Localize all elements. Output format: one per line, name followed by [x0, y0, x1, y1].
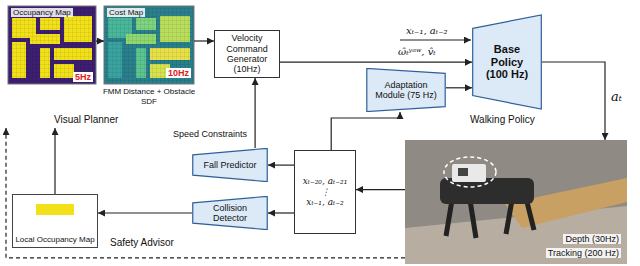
connector-arrow	[54, 128, 55, 194]
planner-panel: Visual Planner Occupancy Map 5Hz Cost Map 10…	[2, 2, 202, 128]
node-text: Fall Predictor	[203, 160, 256, 170]
robot-photo: Depth (30Hz) Tracking (200 Hz)	[405, 140, 627, 264]
connector-arrow	[194, 40, 214, 41]
connector-arrow	[356, 189, 405, 190]
connector-arrow	[268, 212, 294, 213]
trapezoid-outline	[473, 15, 542, 109]
edge-label: Speed Constraints	[172, 129, 248, 139]
advisor-panel: Safety Advisor Fall PredictorCollision De…	[104, 142, 288, 252]
history-box: xₜ₋₂₀, aₜ₋₂₁⋮xₜ₋₁, aₜ₋₂	[294, 150, 356, 234]
connector-arrow	[255, 78, 256, 148]
connector-arrow	[98, 212, 192, 213]
connector-arrow	[542, 62, 605, 140]
connector-arrow	[6, 128, 405, 258]
edge-label: aₜ	[611, 90, 622, 105]
node-text: Cost Map	[107, 8, 145, 17]
trapezoid-outline	[193, 196, 267, 229]
connector-arrow	[268, 165, 294, 166]
input-arrow	[400, 39, 471, 40]
signal-label: xₜ₋₁, aₜ₋₂	[406, 25, 447, 37]
network-block: Adaptation Module (75 Hz)	[366, 68, 446, 112]
cost-map-image	[104, 6, 194, 84]
occupancy-map-image	[8, 6, 96, 84]
connector-arrow	[446, 87, 472, 88]
node-text: Base Policy (100 Hz)	[481, 43, 533, 81]
node-text: Local Occupancy Map	[15, 235, 95, 244]
node-text: Depth (30Hz)	[563, 234, 621, 244]
map-panel: Occupancy Map 5Hz	[8, 6, 96, 84]
node-text: FMM Distance + Obstacle SDF	[100, 87, 198, 106]
map-box: Local Occupancy Map	[12, 194, 98, 248]
node-text: 10Hz	[166, 68, 191, 78]
node-text: Collision Detector	[201, 203, 259, 224]
node-text: xₜ₋₂₀, aₜ₋₂₁	[303, 176, 348, 186]
node-text: Walking Policy	[470, 114, 535, 126]
connector-arrow	[280, 62, 472, 63]
process-box: Velocity Command Generator (10Hz)	[214, 30, 280, 78]
panel-ground	[2, 2, 202, 128]
network-block: Collision Detector	[192, 196, 268, 230]
node-text: 5Hz	[73, 72, 93, 82]
edge-label: ω̂ₜʸᵃʷ, v̂ₜ	[398, 46, 436, 58]
map-panel: Cost Map10HzFMM Distance + Obstacle SDF	[104, 6, 194, 106]
trapezoid-outline	[193, 148, 267, 181]
connector-arrow	[96, 40, 104, 41]
robot-photo	[405, 140, 627, 264]
local-map-image	[36, 204, 74, 215]
node-text: Adaptation Module (75 Hz)	[375, 80, 437, 101]
policy-panel: Walking Policy Base Policy (100 Hz) Adapta…	[290, 2, 565, 128]
node-text: Safety Advisor	[110, 237, 174, 249]
network-block: Fall Predictor	[192, 148, 268, 182]
node-text: ⋮	[321, 187, 330, 197]
node-text: xₜ₋₁, aₜ₋₂	[306, 197, 343, 207]
trapezoid-outline	[367, 68, 445, 111]
node-text: Tracking (200 Hz)	[546, 248, 621, 258]
connector-arrow	[331, 112, 400, 150]
node-text: Velocity Command Generator (10Hz)	[218, 33, 276, 74]
node-text: Visual Planner	[54, 114, 118, 126]
node-text: Occupancy Map	[11, 8, 73, 17]
network-block: Base Policy (100 Hz)	[472, 14, 542, 110]
